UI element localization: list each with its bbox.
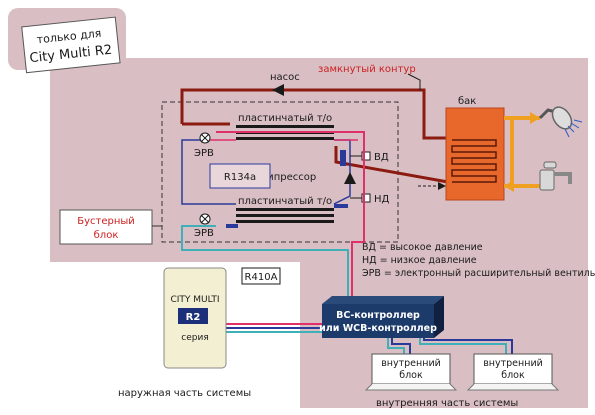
closed-loop-label: замкнутый контур [318,64,416,75]
pump-arrow-icon [272,84,284,96]
indoor-unit-2: внутренний блок [466,353,560,391]
r410a-label: R410A [245,272,278,283]
hot-water-tank [445,107,505,201]
pump-label: насос [270,72,300,83]
compressor-top-block [340,150,346,166]
indoor-pipe-left [387,338,405,354]
booster-label-line-2: блок [94,230,119,241]
tank-coil [451,139,497,183]
indoor-pipe-left-2 [391,338,411,354]
indoor-unit-1-line-2: блок [399,370,423,381]
erv-top-label: ЭРВ [194,148,214,159]
legend-item-erv: ЭРВ = электронный расширительный вентиль [362,268,595,279]
compressor-arrow-icon [344,172,356,184]
outdoor-model-badge [178,308,208,324]
low-pressure-label: НД [374,194,390,205]
indoor-unit-1-line-1: внутренний [381,358,441,369]
plate-heat-exchanger-bottom [236,208,334,223]
controller-box [322,304,434,338]
shower-icon [538,106,583,138]
booster-block-box [59,209,153,245]
erv-top-icon [199,132,211,144]
compressor-label: компрессор [254,172,316,183]
indoor-unit-1: внутренний блок [364,353,458,391]
booster-label-line-1: Бустерный [77,216,135,227]
closed-water-loop [180,88,448,140]
plate-hx-top-label: пластинчатый т/о [238,113,332,124]
r410a-high-line [216,131,365,296]
legend-item-hp: ВД = высокое давление [362,242,483,253]
cold-water-arrow-icon [504,180,514,192]
controller-label-line-2: или WCB-контроллер [319,323,437,334]
compressor-bottom-block [334,204,348,208]
indoor-unit-2-line-2: блок [501,370,525,381]
hot-water-arrow-icon [530,112,540,124]
r134a-box [209,163,271,189]
r410a-low-line [181,225,349,296]
indoor-pipe-right-2 [423,338,513,354]
r134a-label: R134a [224,172,256,183]
outdoor-brand-label: CITY MULTI [170,295,219,305]
closed-loop-leader [407,73,421,90]
r2-only-badge: только для City Multi R2 [21,16,121,74]
water-loop-return [334,146,449,184]
indoor-unit-2-line-1: внутренний [483,358,543,369]
controller-box-side [434,296,444,338]
controller-box-top [322,296,444,304]
erv-bottom-icon [199,213,211,225]
outdoor-model-label: R2 [186,312,201,323]
legend-item-lp: НД = низкое давление [362,255,477,266]
high-pressure-sensor-icon [361,151,371,161]
erv-bottom-label: ЭРВ [194,228,214,239]
plate-hx-bottom-label: пластинчатый т/о [238,196,332,207]
faucet-icon [539,161,572,191]
indoor-caption: внутренняя часть системы [376,398,518,409]
outdoor-caption: наружная часть системы [118,388,251,399]
low-pressure-sensor-icon [361,193,371,203]
outdoor-series-label: серия [181,333,208,343]
high-pressure-label: ВД [374,152,389,163]
controller-label-line-1: ВС-контроллер [336,310,420,321]
erv-bottom-block [226,224,238,228]
r410a-outdoor-box [241,267,281,285]
indoor-pipe-right [419,338,507,354]
tank-label: бак [458,96,476,107]
